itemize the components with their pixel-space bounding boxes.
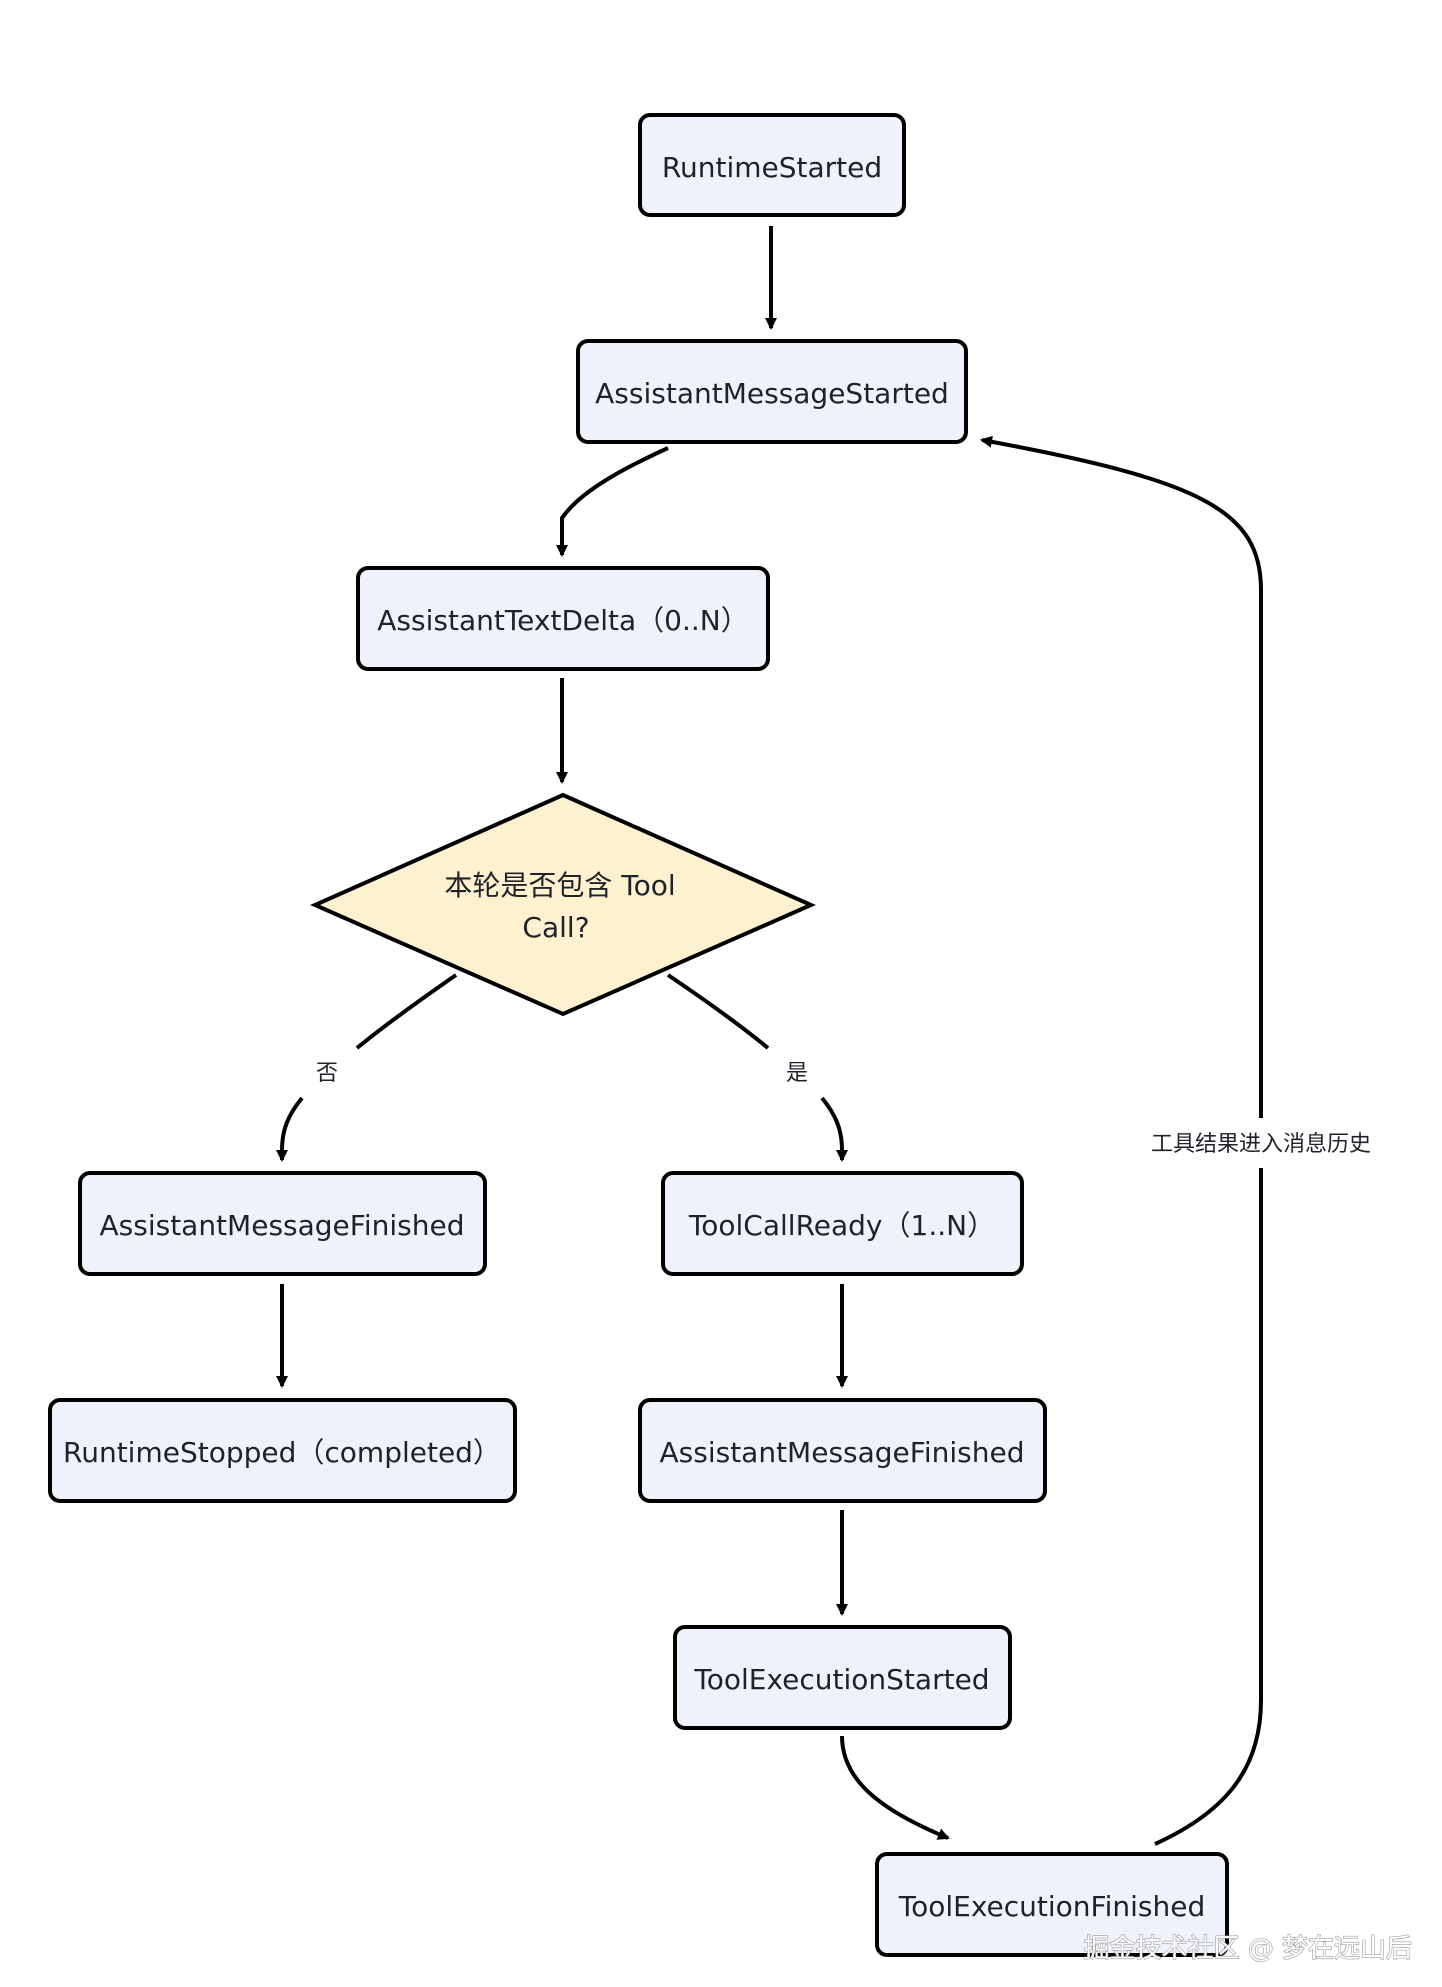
edge-decision-no-lower <box>276 1096 304 1162</box>
edge-loop-upper <box>980 435 1263 1118</box>
node-assistant-message-started: AssistantMessageStarted <box>576 339 968 444</box>
decision-label-line2: Call? <box>522 911 589 944</box>
node-label: ToolExecutionStarted <box>693 1663 989 1696</box>
node-assistant-message-finished-no: AssistantMessageFinished <box>78 1171 487 1276</box>
edge-message-started-to-text-delta <box>556 446 669 557</box>
node-label: ToolCallReady（1..N） <box>688 1209 995 1242</box>
edge-execution-started-to-finished <box>840 1735 950 1840</box>
edge-label-loop: 工具结果进入消息历史 <box>1151 1132 1371 1157</box>
edge-decision-yes-lower <box>820 1096 848 1162</box>
node-runtime-stopped: RuntimeStopped（completed） <box>48 1398 517 1503</box>
edge-label-yes: 是 <box>786 1061 808 1086</box>
node-label: AssistantMessageFinished <box>100 1209 465 1242</box>
node-label: AssistantTextDelta（0..N） <box>377 604 748 637</box>
node-label: RuntimeStopped（completed） <box>63 1436 501 1469</box>
node-tool-execution-finished: ToolExecutionFinished <box>875 1852 1229 1957</box>
node-label: RuntimeStarted <box>662 151 882 184</box>
node-tool-execution-started: ToolExecutionStarted <box>673 1625 1012 1730</box>
node-runtime-started: RuntimeStarted <box>638 113 906 217</box>
node-assistant-text-delta: AssistantTextDelta（0..N） <box>356 566 770 671</box>
node-assistant-message-finished-yes: AssistantMessageFinished <box>638 1398 1047 1503</box>
node-label: ToolExecutionFinished <box>898 1890 1206 1923</box>
edge-loop-lower <box>1154 1168 1263 1846</box>
node-tool-call-ready: ToolCallReady（1..N） <box>661 1171 1024 1276</box>
node-decision-tool-call: 本轮是否包含 Tool Call? <box>310 792 816 1017</box>
edge-decision-no-upper <box>355 973 458 1050</box>
watermark: 掘金技术社区 @ 梦在远山后 <box>1083 1934 1412 1964</box>
node-label: AssistantMessageStarted <box>595 377 949 410</box>
edge-label-no: 否 <box>316 1061 338 1086</box>
edges <box>276 226 1263 1846</box>
node-label: AssistantMessageFinished <box>660 1436 1025 1469</box>
edge-decision-yes-upper <box>666 973 770 1050</box>
decision-label-line1: 本轮是否包含 Tool <box>444 869 675 902</box>
